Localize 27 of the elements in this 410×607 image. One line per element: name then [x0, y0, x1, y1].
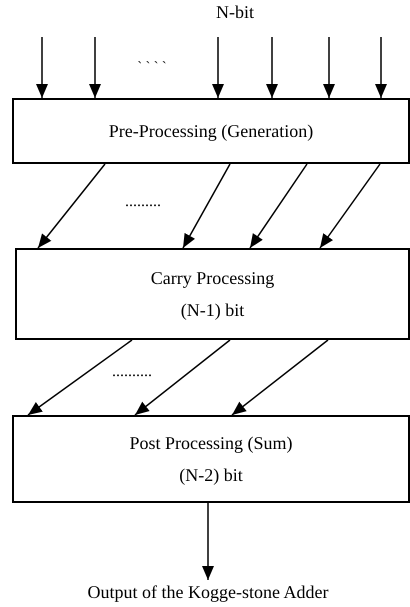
box-label: Carry Processing	[150, 267, 274, 290]
process-box	[15, 248, 410, 340]
box-label: (N-1) bit	[180, 299, 244, 322]
arrow	[182, 164, 231, 248]
process-box	[12, 415, 410, 503]
output-label: Output of the Kogge-stone Adder	[88, 581, 328, 604]
arrow	[89, 37, 101, 98]
box-label: (N-2) bit	[179, 464, 243, 487]
input-label: N-bit	[216, 2, 254, 22]
arrow	[37, 164, 106, 248]
arrow	[232, 339, 328, 416]
arrow	[319, 164, 381, 248]
arrow	[202, 503, 214, 580]
arrow	[134, 339, 230, 416]
arrow	[266, 37, 278, 98]
arrow	[36, 37, 48, 98]
arrow	[249, 164, 308, 248]
arrow	[28, 339, 132, 416]
box-label: Post Processing (Sum)	[129, 432, 292, 455]
ellipsis-dots: .........	[125, 192, 161, 212]
arrow	[323, 37, 335, 98]
box-label: Pre-Processing (Generation)	[108, 120, 314, 143]
ellipsis-dots: ` ` ` `	[137, 59, 167, 77]
process-box	[12, 98, 410, 164]
ellipsis-dots: ..........	[112, 362, 152, 382]
arrow	[375, 37, 387, 98]
arrow	[212, 37, 224, 98]
